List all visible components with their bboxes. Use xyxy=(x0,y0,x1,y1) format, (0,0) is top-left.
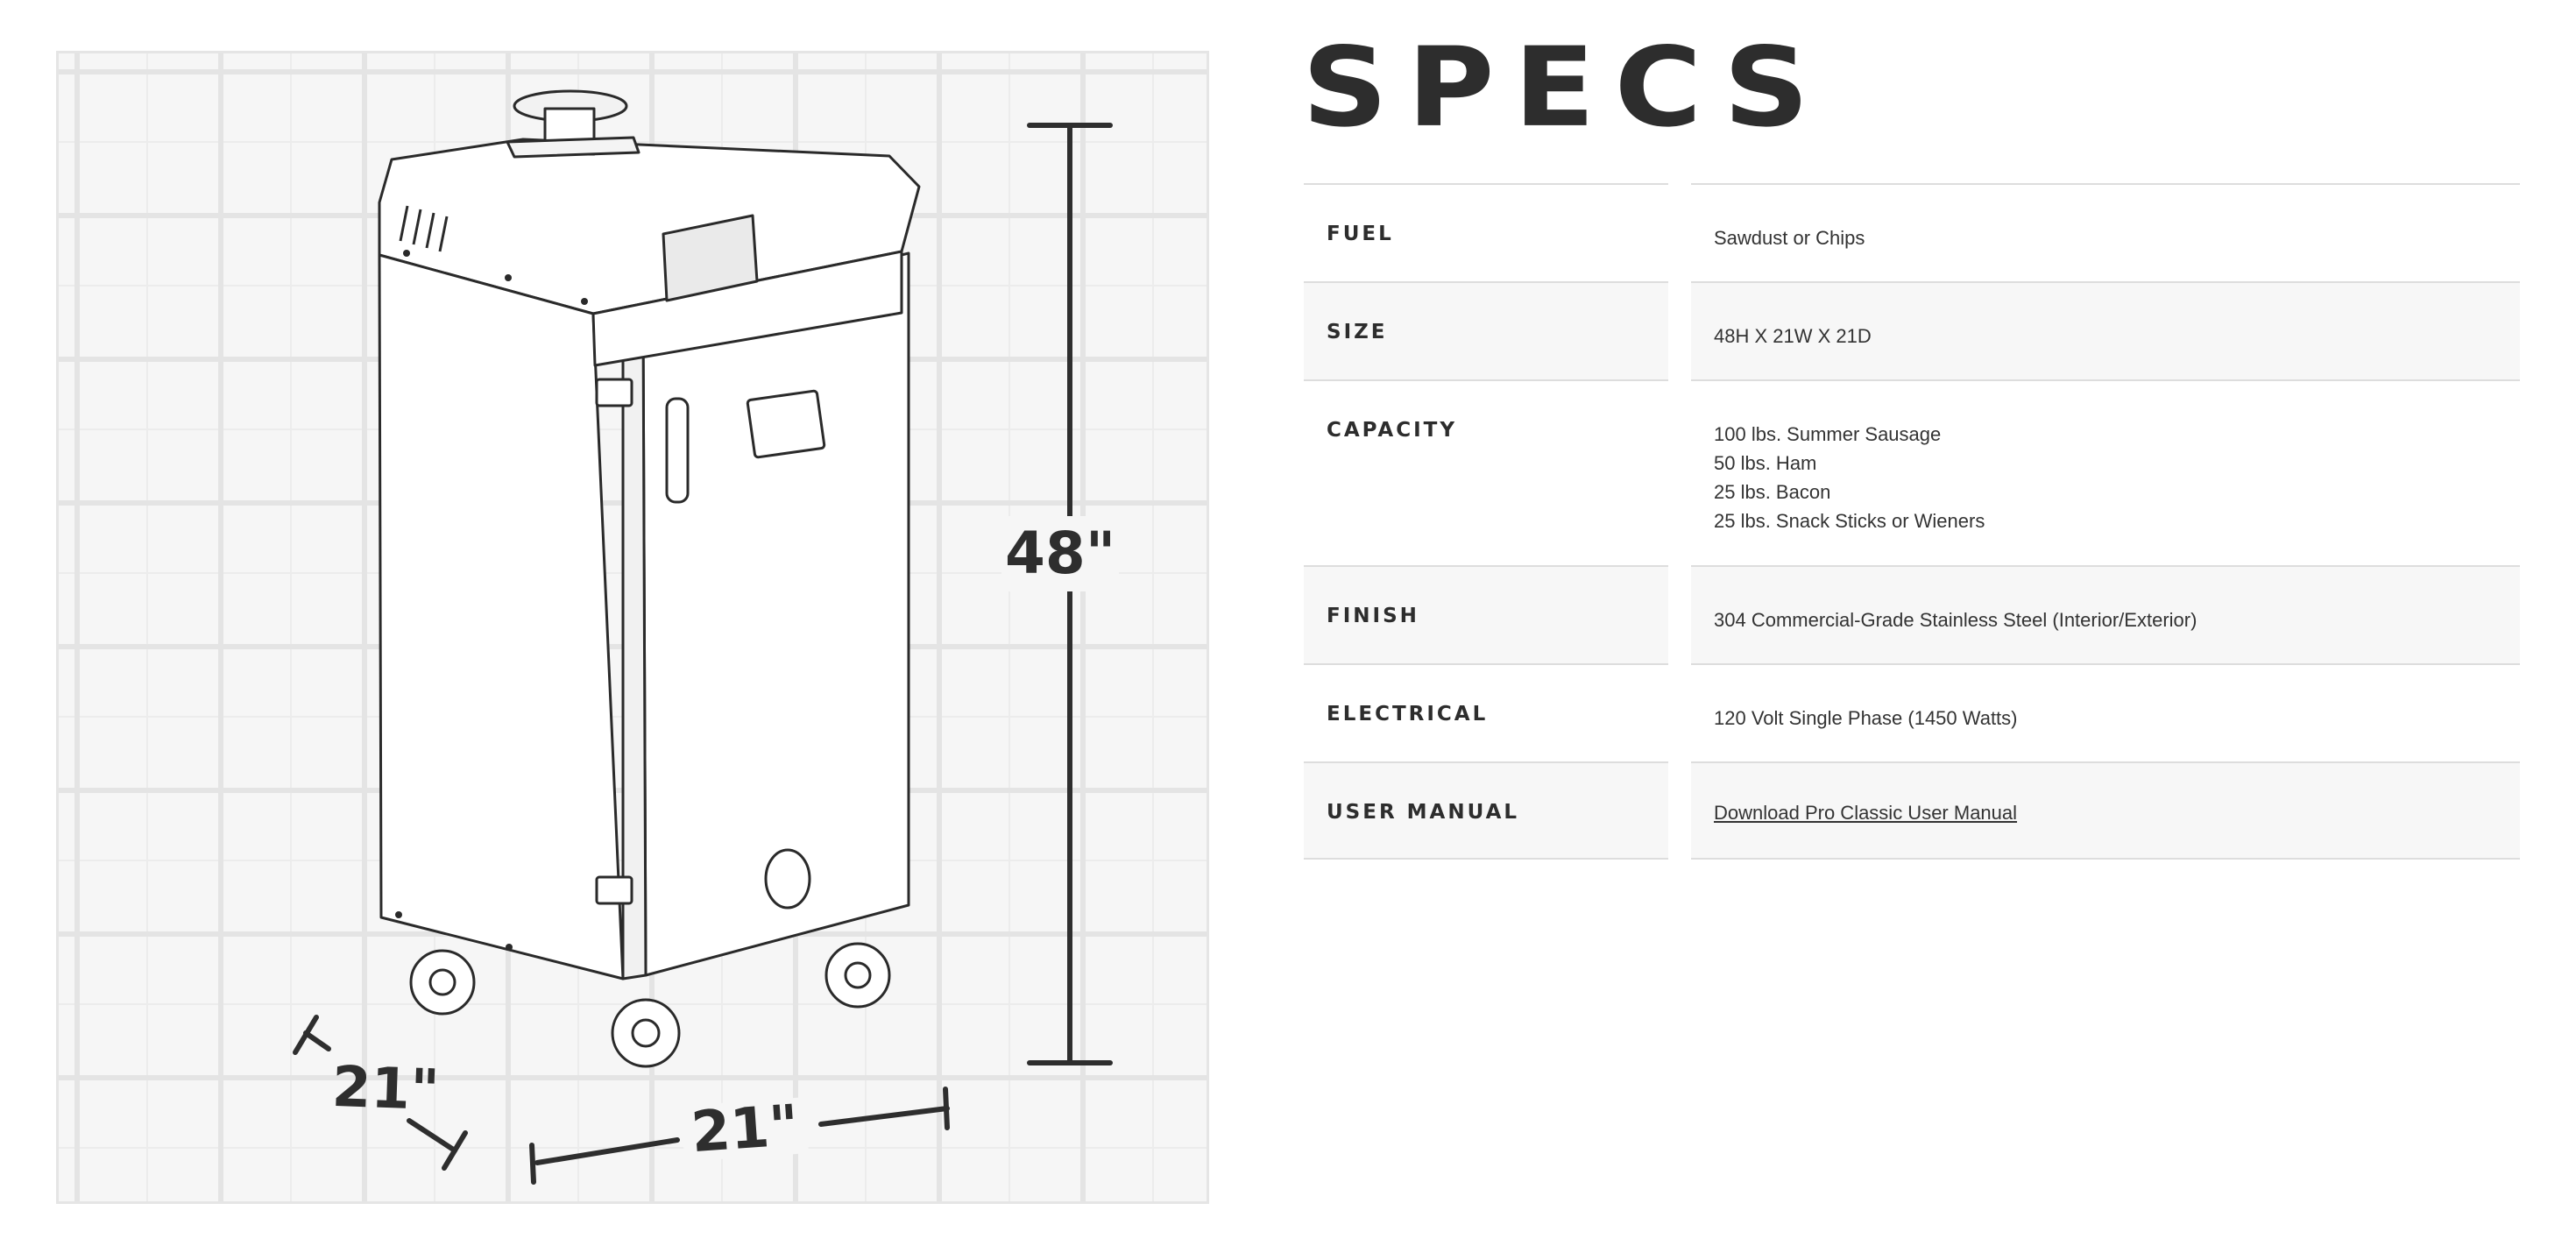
spec-row-capacity: CAPACITY 100 lbs. Summer Sausage 50 lbs.… xyxy=(1304,379,2520,565)
spec-label: SIZE xyxy=(1327,321,1388,343)
spec-label: USER MANUAL xyxy=(1327,801,1520,824)
spec-value: 120 Volt Single Phase (1450 Watts) xyxy=(1714,707,2018,729)
spec-row-user-manual: USER MANUAL Download Pro Classic User Ma… xyxy=(1304,761,2520,860)
smoker-illustration xyxy=(293,89,1113,1185)
spec-label: FINISH xyxy=(1327,605,1419,627)
width-dimension-label: 21" xyxy=(680,1094,810,1165)
spec-value: 100 lbs. Summer Sausage xyxy=(1714,423,1942,445)
spec-label: CAPACITY xyxy=(1327,419,1458,442)
height-dimension-label: 48" xyxy=(1001,516,1120,591)
spec-value: 50 lbs. Ham xyxy=(1714,452,1817,474)
spec-value: 25 lbs. Bacon xyxy=(1714,481,1831,503)
specs-title: SPECS xyxy=(1302,24,1829,152)
spec-label: FUEL xyxy=(1327,223,1394,245)
product-dimension-image: 48" 21" 21" xyxy=(56,51,1209,1204)
spec-row-size: SIZE 48H X 21W X 21D xyxy=(1304,281,2520,379)
depth-dimension-label: 21" xyxy=(330,1054,441,1124)
spec-value: 25 lbs. Snack Sticks or Wieners xyxy=(1714,510,1985,532)
download-manual-link[interactable]: Download Pro Classic User Manual xyxy=(1714,802,2018,824)
spec-value: 304 Commercial-Grade Stainless Steel (In… xyxy=(1714,609,2197,631)
spec-row-finish: FINISH 304 Commercial-Grade Stainless St… xyxy=(1304,565,2520,663)
spec-value: Sawdust or Chips xyxy=(1714,227,1865,249)
spec-row-electrical: ELECTRICAL 120 Volt Single Phase (1450 W… xyxy=(1304,663,2520,761)
spec-row-fuel: FUEL Sawdust or Chips xyxy=(1304,183,2520,281)
spec-table: FUEL Sawdust or Chips SIZE 48H X 21W X 2… xyxy=(1304,183,2520,860)
spec-value: 48H X 21W X 21D xyxy=(1714,325,1872,347)
spec-label: ELECTRICAL xyxy=(1327,703,1489,726)
